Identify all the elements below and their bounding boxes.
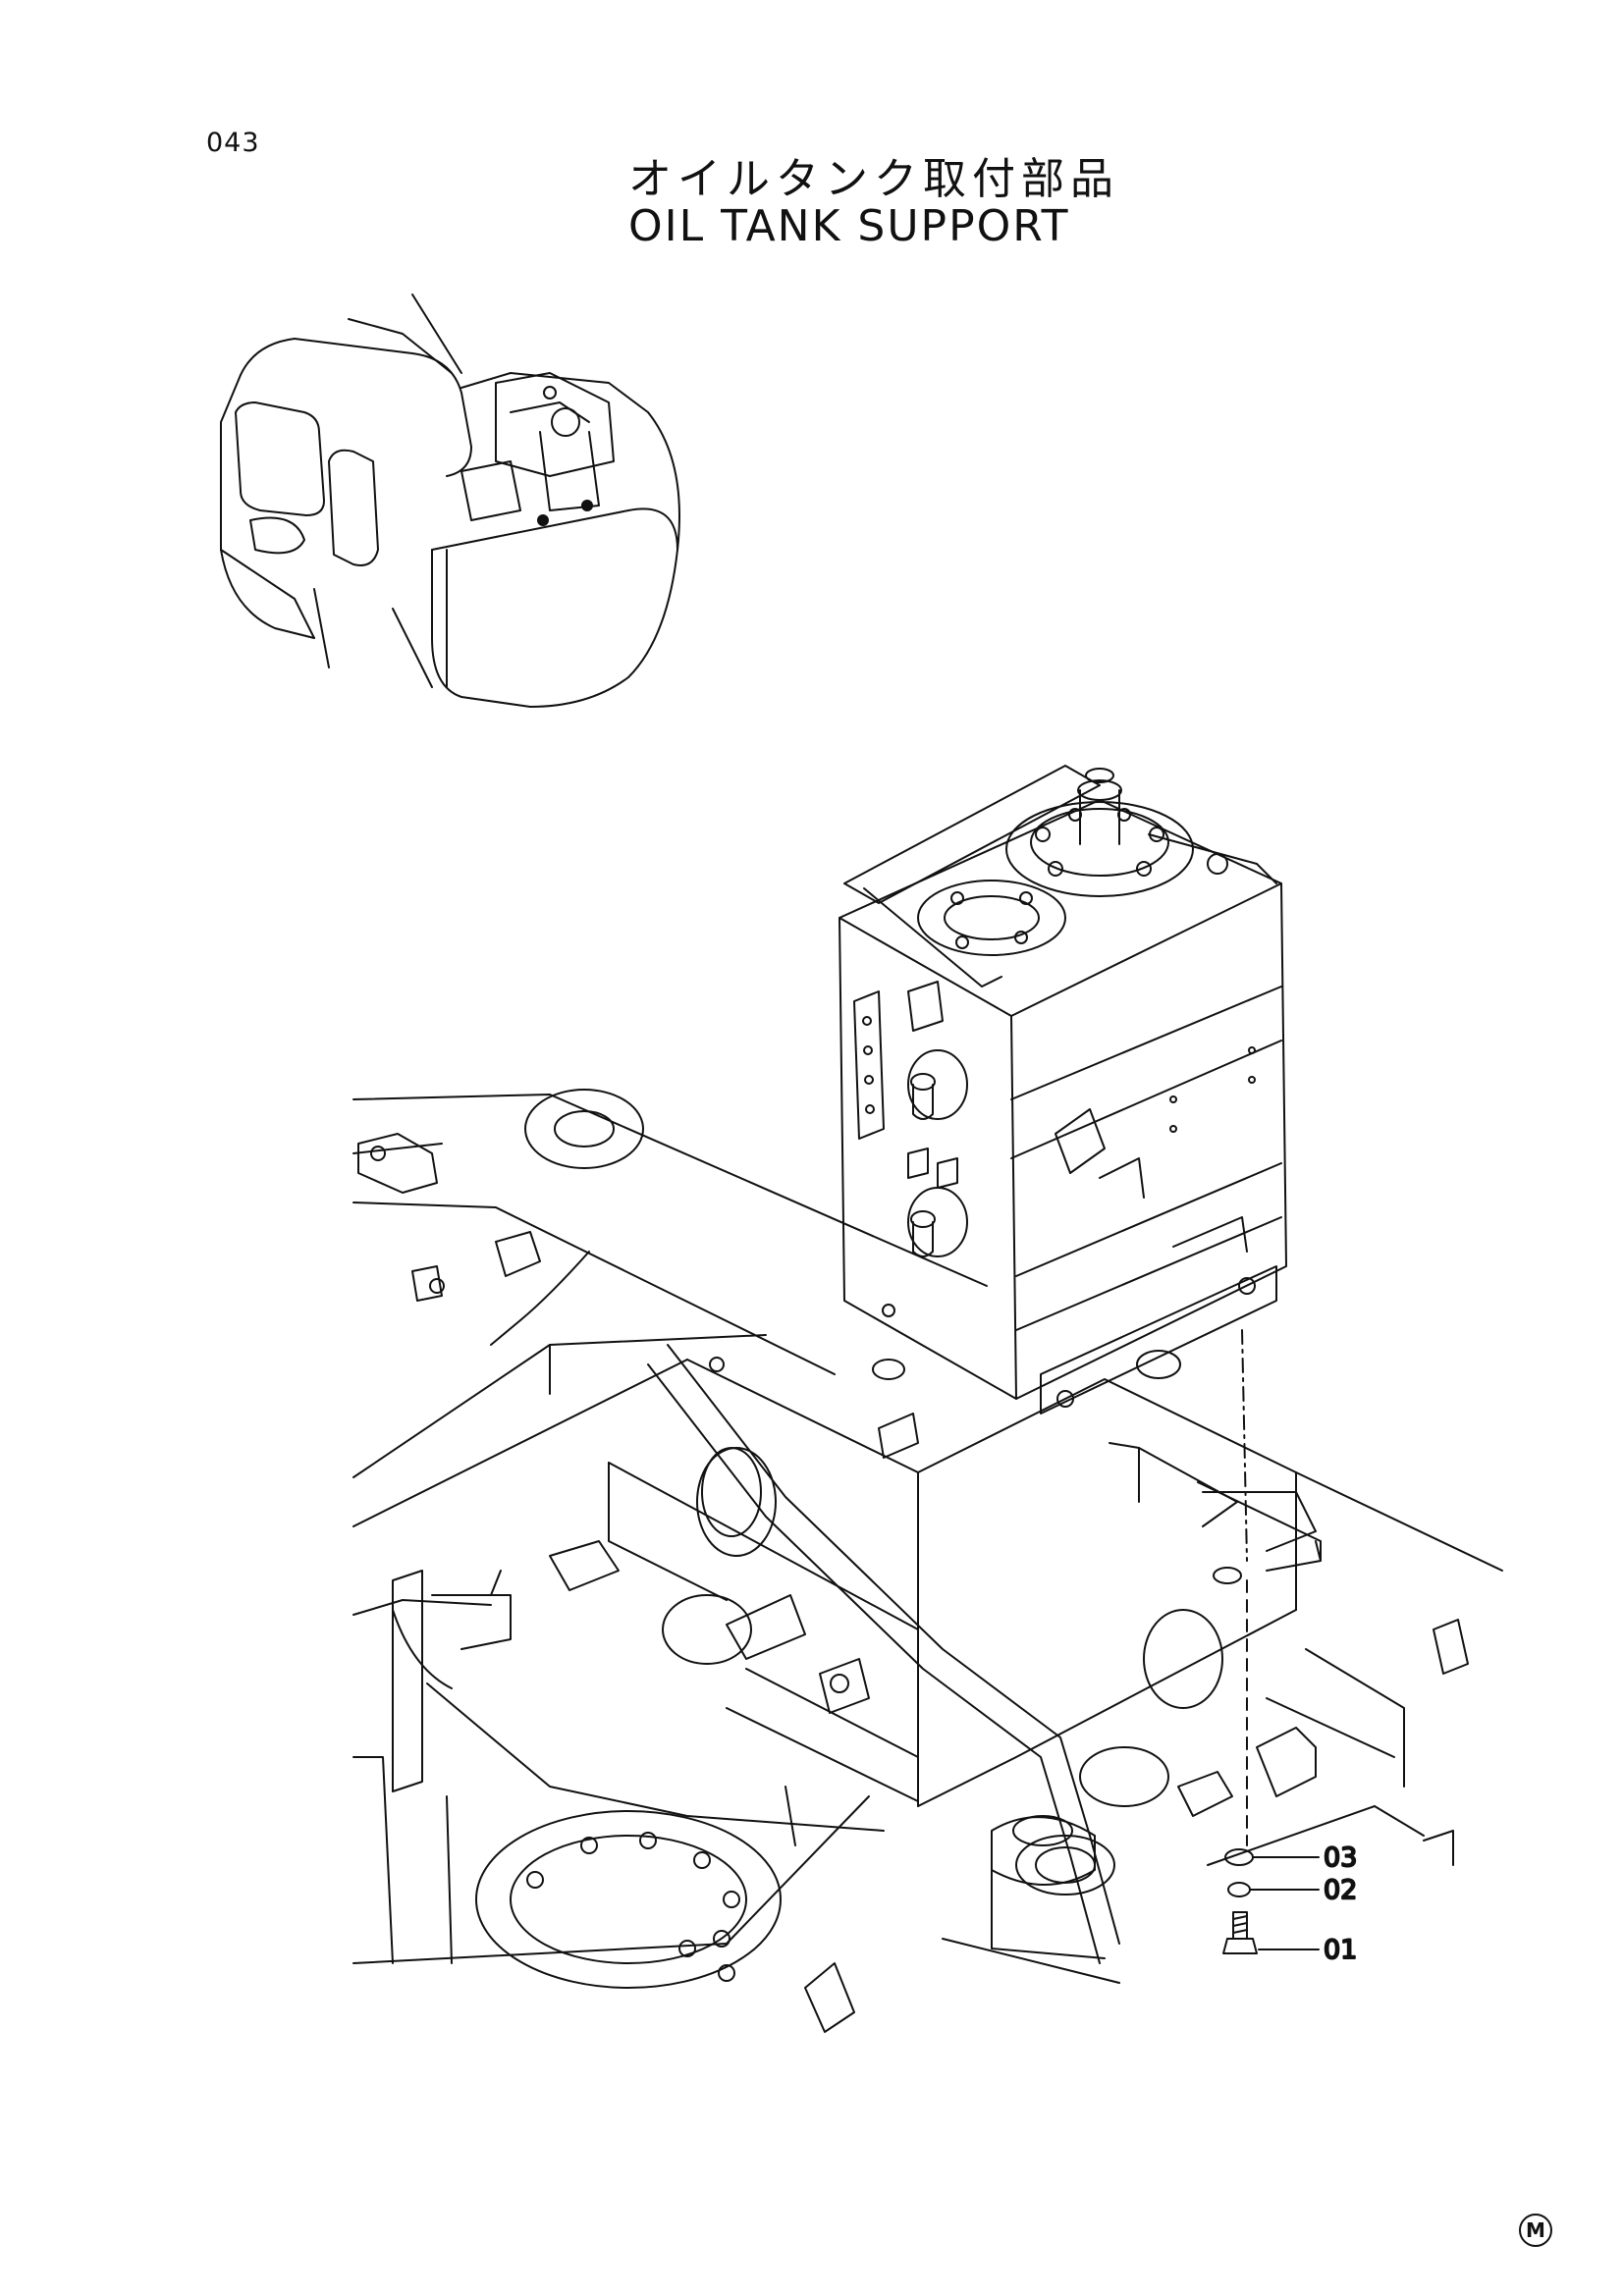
bolt-01 [1222, 1911, 1258, 1954]
callout-02: 02 [1324, 1875, 1357, 1905]
callout-01: 01 [1324, 1935, 1357, 1965]
bolt-assembly [1222, 1329, 1320, 1954]
corner-mark: M [1519, 2214, 1552, 2247]
page-number: 043 [206, 128, 260, 158]
upperstructure-frame [352, 1089, 1503, 2033]
spring-washer-02 [1227, 1882, 1251, 1897]
title-english: OIL TANK SUPPORT [628, 201, 1070, 251]
callout-03: 03 [1324, 1842, 1357, 1873]
title-japanese: オイルタンク取付部品 [628, 154, 1119, 204]
excavator-overview-inset [220, 294, 680, 708]
oil-tank [839, 765, 1287, 1415]
